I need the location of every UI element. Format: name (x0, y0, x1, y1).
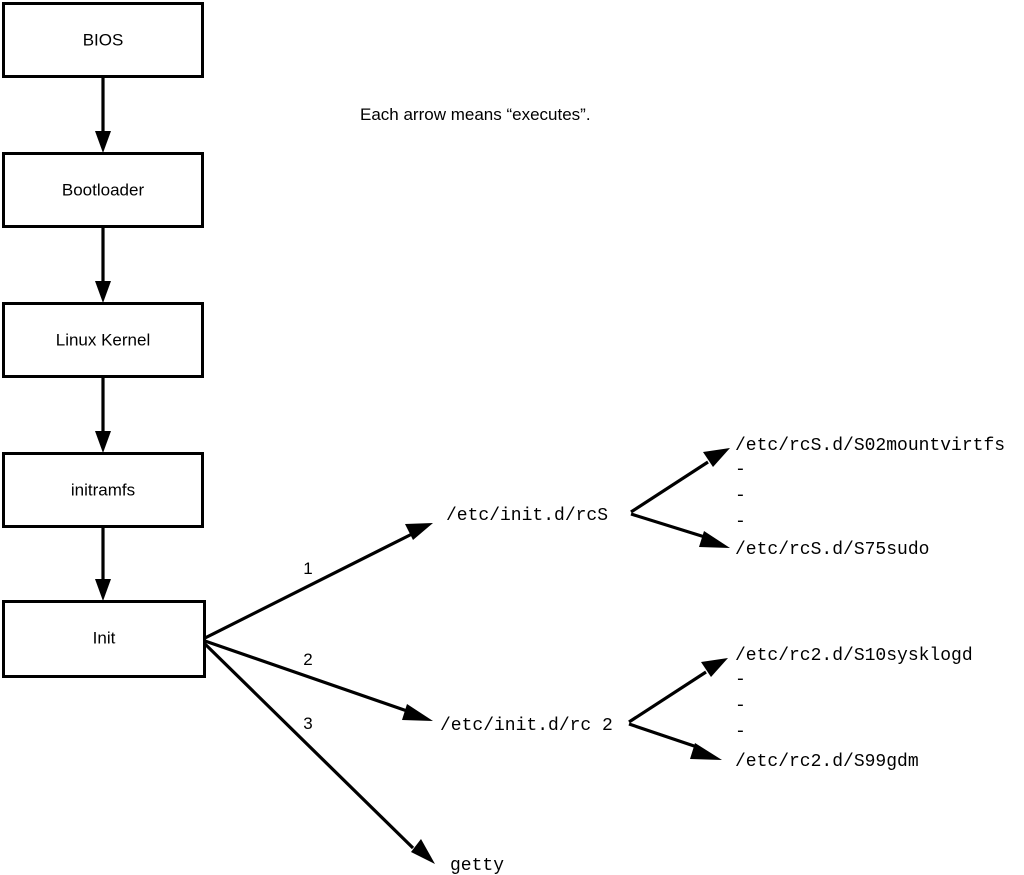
edge-label-branch-3: 3 (303, 714, 312, 733)
script-rc2-first: /etc/rc2.d/S10sysklogd (735, 646, 973, 666)
node-initramfs: initramfs (2, 452, 204, 528)
arrowhead-bootloader-to-kernel (95, 281, 111, 303)
node-rcs-label: /etc/init.d/rcS (446, 506, 608, 526)
node-kernel-box (2, 302, 204, 378)
arrowhead-bios-to-bootloader (95, 131, 111, 153)
node-initramfs-label: initramfs (71, 480, 135, 499)
node-bios-label: BIOS (83, 30, 124, 49)
node-bootloader: Bootloader (2, 152, 204, 228)
node-init-label: Init (93, 628, 116, 647)
arrow-initramfs-to-init (95, 527, 111, 601)
edge-init-branch-3: 3 (203, 642, 435, 864)
arrowhead-rcs-first (703, 448, 730, 467)
node-bootloader-box (2, 152, 204, 228)
node-bios-box (2, 2, 204, 78)
diagram-caption: Each arrow means “executes”. (360, 105, 591, 124)
node-init: Init (2, 600, 206, 678)
arrowhead-branch-3 (411, 839, 435, 864)
ellipsis-dash-rcs-1: - (735, 460, 746, 480)
arrowhead-rcs-last (699, 531, 730, 548)
node-getty-label: getty (450, 856, 504, 875)
node-kernel: Linux Kernel (2, 302, 204, 378)
edge-label-branch-2: 2 (303, 650, 312, 669)
ellipsis-dash-rcs-2: - (735, 486, 746, 506)
node-kernel-label: Linux Kernel (56, 330, 151, 349)
node-initramfs-box (2, 452, 204, 528)
arrowhead-rc2-first (701, 658, 728, 677)
ellipsis-dash-rc2-2: - (735, 696, 746, 716)
edge-init-branch-1: 1 (204, 523, 433, 640)
arrowhead-kernel-to-initramfs (95, 431, 111, 453)
edge-rcs-to-last-script (630, 512, 730, 548)
node-bios: BIOS (2, 2, 204, 78)
ellipsis-dash-rcs-3: - (735, 512, 746, 532)
edge-init-branch-2: 2 (204, 639, 433, 721)
arrowhead-rc2-last (690, 743, 722, 760)
arrow-bootloader-to-kernel (95, 227, 111, 303)
arrow-kernel-to-initramfs (95, 377, 111, 453)
edge-rc2-to-first-script (628, 658, 728, 724)
script-rcs-first: /etc/rcS.d/S02mountvirtfs (735, 436, 1005, 456)
script-rcs-last: /etc/rcS.d/S75sudo (735, 540, 929, 560)
script-rc2-last: /etc/rc2.d/S99gdm (735, 752, 919, 772)
node-init-box (2, 600, 206, 678)
arrowhead-branch-2 (402, 704, 433, 721)
arrow-bios-to-bootloader (95, 77, 111, 153)
edge-rcs-to-first-script (630, 448, 730, 514)
node-bootloader-label: Bootloader (62, 180, 145, 199)
arrowhead-branch-1 (405, 523, 433, 540)
arrowhead-initramfs-to-init (95, 579, 111, 601)
ellipsis-dash-rc2-1: - (735, 670, 746, 690)
node-rc2-label: /etc/init.d/rc 2 (440, 716, 613, 736)
edge-rc2-to-last-script (628, 722, 722, 760)
ellipsis-dash-rc2-3: - (735, 722, 746, 742)
edge-label-branch-1: 1 (303, 559, 312, 578)
